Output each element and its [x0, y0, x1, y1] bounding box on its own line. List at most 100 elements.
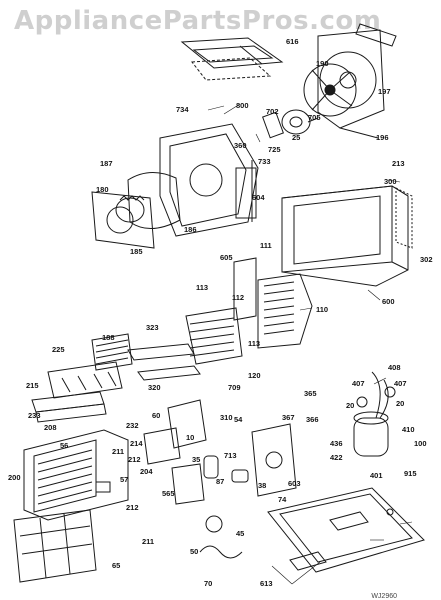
callout-label: 112 — [232, 293, 245, 302]
callout-label: 10 — [186, 433, 195, 442]
front-grille-part — [23, 429, 129, 521]
callout-label: 367 — [282, 413, 295, 422]
callout-label: 214 — [130, 439, 143, 448]
callout-label: 113 — [196, 283, 209, 292]
callout-label: 734 — [176, 105, 189, 114]
capacitor-part — [203, 455, 249, 483]
callout-label: 300 — [384, 177, 397, 186]
callout-label: 616 — [286, 37, 299, 46]
orifice-panel-part — [91, 191, 155, 249]
compressor-part — [353, 371, 396, 457]
callout-label: 196 — [376, 133, 389, 142]
louver-assembly-part — [47, 333, 133, 399]
callout-label: 74 — [278, 495, 287, 504]
callout-label: 603 — [288, 479, 301, 488]
callout-label: 302 — [420, 255, 433, 264]
callout-label: 705 — [308, 113, 321, 122]
callout-label: 600 — [382, 297, 395, 306]
callout-label: 709 — [228, 383, 241, 392]
callout-label: 613 — [260, 579, 273, 588]
callout-label: 215 — [26, 381, 39, 390]
callout-label: 45 — [236, 529, 245, 538]
callout-label: 733 — [258, 157, 271, 166]
callout-label: 408 — [388, 363, 401, 372]
callout-label: 25 — [292, 133, 301, 142]
callout-label: 113 — [248, 339, 261, 348]
callout-label: 54 — [234, 415, 243, 424]
callout-label: 211 — [112, 447, 125, 456]
callout-label: 35 — [192, 455, 201, 464]
callout-label: 436 — [330, 439, 343, 448]
callout-label: 186 — [184, 225, 197, 234]
callout-label: 565 — [162, 489, 175, 498]
callout-label: 38 — [258, 481, 267, 490]
callout-label: 366 — [306, 415, 319, 424]
watermark-title: AppliancePartsPros.com — [14, 6, 382, 36]
callout-label: 200 — [8, 473, 21, 482]
filter-panel-part — [13, 509, 97, 583]
callout-label: 213 — [392, 159, 405, 168]
callout-label: 187 — [100, 159, 113, 168]
callout-label: 180 — [96, 185, 109, 194]
base-pan-part — [267, 487, 425, 573]
drawing-number: WJ2960 — [371, 593, 397, 600]
callout-label: 320 — [148, 383, 161, 392]
callout-label: 410 — [402, 425, 415, 434]
condenser-coil-part — [233, 257, 313, 349]
callout-label: 111 — [260, 241, 272, 250]
callout-label: 713 — [224, 451, 237, 460]
callout-label: 233 — [28, 411, 41, 420]
callout-label: 360 — [234, 141, 247, 150]
compressor-bracket-part — [251, 423, 297, 497]
callout-label: 70 — [204, 579, 213, 588]
fan-blade-part — [303, 63, 357, 117]
callout-label: 188 — [102, 333, 115, 342]
callout-label: 50 — [190, 547, 199, 556]
callout-label: 401 — [370, 471, 383, 480]
callout-label: 197 — [378, 87, 391, 96]
outer-case-part — [281, 185, 413, 287]
control-box-part — [171, 463, 243, 559]
callout-label: 208 — [44, 423, 57, 432]
callout-label: 225 — [52, 345, 65, 354]
top-panel-part — [180, 37, 284, 81]
leader-lines — [207, 103, 413, 585]
fan-motor-part — [262, 109, 319, 139]
callout-label: 232 — [126, 421, 139, 430]
callout-label: 407 — [394, 379, 407, 388]
callout-label: 60 — [152, 411, 161, 420]
callout-label: 204 — [140, 467, 153, 476]
callout-label: 604 — [252, 193, 265, 202]
callout-label: 110 — [316, 305, 329, 314]
trim-strips-part — [127, 343, 201, 381]
callout-label: 365 — [304, 389, 317, 398]
control-bracket-part — [143, 399, 207, 465]
callout-label: 185 — [130, 247, 143, 256]
callout-label: 212 — [126, 503, 139, 512]
callout-label: 100 — [414, 439, 427, 448]
callout-label: 915 — [404, 469, 417, 478]
callout-label: 57 — [120, 475, 129, 484]
callout-label: 323 — [146, 323, 159, 332]
callout-label: 65 — [112, 561, 121, 570]
callout-label: 56 — [60, 441, 69, 450]
filter-part — [31, 391, 107, 423]
partition-part — [159, 123, 259, 237]
callout-label: 211 — [142, 537, 155, 546]
callout-label: 120 — [248, 371, 261, 380]
callout-label: 422 — [330, 453, 343, 462]
callout-label: 800 — [236, 101, 249, 110]
callout-label: 605 — [220, 253, 233, 262]
callout-label: 20 — [346, 401, 355, 410]
callout-label: 725 — [268, 145, 281, 154]
evaporator-coil-part — [185, 307, 243, 365]
callout-label: 407 — [352, 379, 365, 388]
callout-label: 212 — [128, 455, 141, 464]
fan-shroud-part — [317, 23, 397, 139]
callout-label: 20 — [396, 399, 405, 408]
callout-label: 190 — [316, 59, 329, 68]
callout-label: 87 — [216, 477, 225, 486]
callout-label: 702 — [266, 107, 279, 116]
